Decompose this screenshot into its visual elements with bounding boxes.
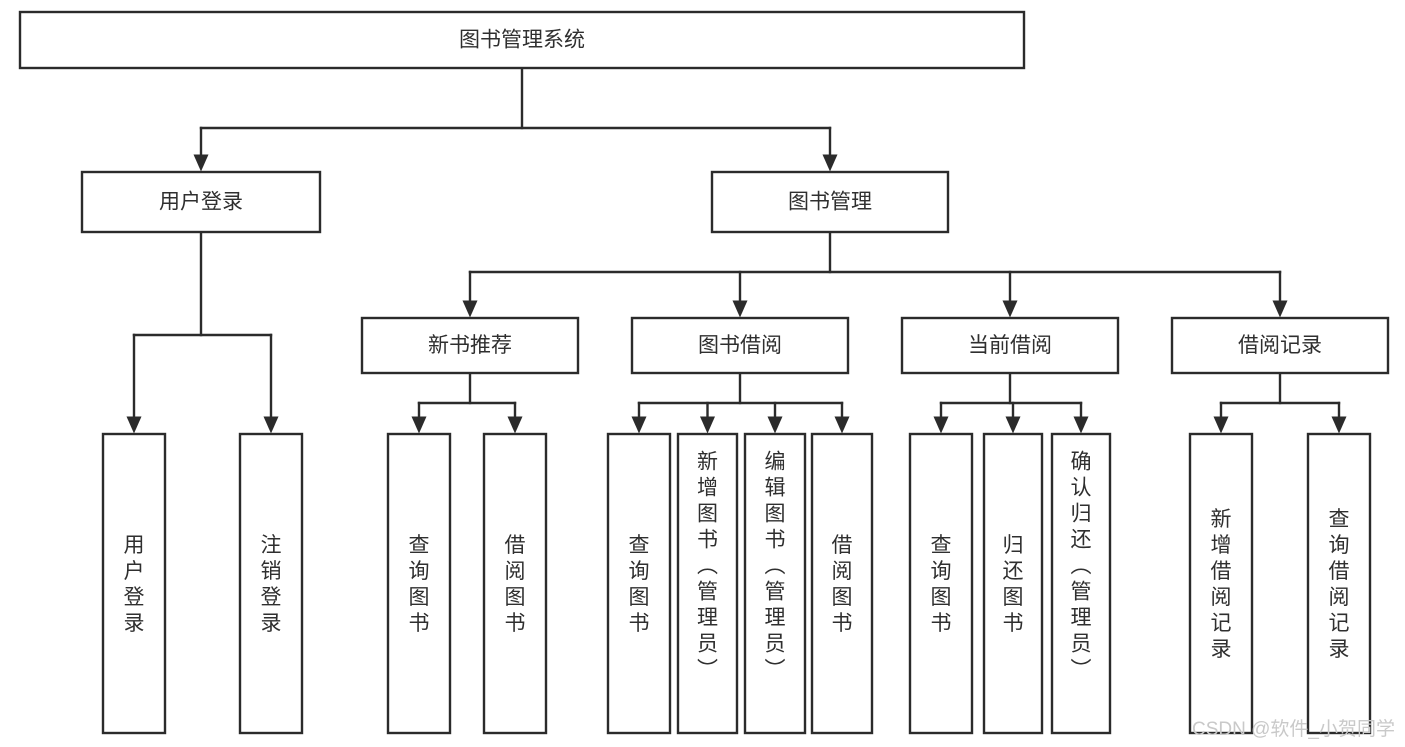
node-图书管理系统[interactable]: 图书管理系统 xyxy=(18,10,1026,70)
conn-借阅记录-arrow-0 xyxy=(1213,416,1229,434)
node-图书管理[interactable]: 图书管理 xyxy=(710,170,950,234)
conn-图书借阅-arrow-3 xyxy=(834,416,850,434)
leaf-编辑图书管理员-6-label: 编辑图书︵管理员︶ xyxy=(765,450,786,681)
conn-图书借阅-arrow-2 xyxy=(767,416,783,434)
node-图书借阅-label: 图书借阅 xyxy=(698,334,782,357)
leaf-新增图书管理员-5-box[interactable] xyxy=(676,432,739,735)
leaf-新增借阅记录-11[interactable]: 新增借阅记录 xyxy=(1188,432,1254,735)
node-图书管理-label: 图书管理 xyxy=(788,191,872,214)
conn-当前借阅-arrow-0 xyxy=(933,416,949,434)
leaf-确认归还管理员-10-label: 确认归还︵管理员︶ xyxy=(1071,450,1092,681)
conn-当前借阅-arrow-1 xyxy=(1005,416,1021,434)
node-图书借阅-box[interactable] xyxy=(630,316,850,375)
leaf-注销登录-1-label: 注销登录 xyxy=(261,534,282,635)
node-图书管理系统-label: 图书管理系统 xyxy=(459,29,585,52)
leaf-新增图书管理员-5-label: 新增图书︵管理员︶ xyxy=(697,450,718,681)
conn-当前借阅-arrow-2 xyxy=(1073,416,1089,434)
leaf-注销登录-1[interactable]: 注销登录 xyxy=(238,432,304,735)
leaf-归还图书-9-label: 归还图书 xyxy=(1003,534,1024,635)
conn-root-arrow-0 xyxy=(193,154,209,172)
leaf-查询图书-4-box[interactable] xyxy=(606,432,672,735)
leaf-查询图书-8[interactable]: 查询图书 xyxy=(908,432,974,735)
csdn-watermark: CSDN @软件_小贺同学 xyxy=(1192,718,1395,740)
connector-layer xyxy=(126,66,1347,434)
node-用户登录-box[interactable] xyxy=(80,170,322,234)
conn-新书推荐-arrow-0 xyxy=(411,416,427,434)
leaf-查询图书-8-box[interactable] xyxy=(908,432,974,735)
node-当前借阅-label: 当前借阅 xyxy=(968,334,1052,357)
conn-tushu-guanli-arrow-3 xyxy=(1272,300,1288,318)
conn-新书推荐-arrow-1 xyxy=(507,416,523,434)
leaf-归还图书-9[interactable]: 归还图书 xyxy=(982,432,1044,735)
node-借阅记录[interactable]: 借阅记录 xyxy=(1170,316,1390,375)
leaf-用户登录-0-label: 用户登录 xyxy=(124,534,145,635)
leaf-确认归还管理员-10[interactable]: 确认归还︵管理员︶ xyxy=(1050,432,1112,735)
conn-图书借阅-arrow-0 xyxy=(631,416,647,434)
leaf-查询图书-2-box[interactable] xyxy=(386,432,452,735)
leaf-查询借阅记录-12-label: 查询借阅记录 xyxy=(1329,508,1350,661)
leaf-新增借阅记录-11-box[interactable] xyxy=(1188,432,1254,735)
conn-root-arrow-1 xyxy=(822,154,838,172)
leaf-借阅图书-7[interactable]: 借阅图书 xyxy=(810,432,874,735)
conn-yonghu-denglu-arrow-0 xyxy=(126,416,142,434)
node-当前借阅[interactable]: 当前借阅 xyxy=(900,316,1120,375)
leaf-注销登录-1-box[interactable] xyxy=(238,432,304,735)
leaf-借阅图书-3[interactable]: 借阅图书 xyxy=(482,432,548,735)
node-用户登录[interactable]: 用户登录 xyxy=(80,170,322,234)
leaf-借阅图书-7-box[interactable] xyxy=(810,432,874,735)
conn-tushu-guanli-arrow-1 xyxy=(732,300,748,318)
leaf-查询借阅记录-12-box[interactable] xyxy=(1306,432,1372,735)
node-当前借阅-box[interactable] xyxy=(900,316,1120,375)
node-图书借阅[interactable]: 图书借阅 xyxy=(630,316,850,375)
leaf-编辑图书管理员-6-box[interactable] xyxy=(743,432,807,735)
leaf-借阅图书-3-box[interactable] xyxy=(482,432,548,735)
leaf-借阅图书-7-label: 借阅图书 xyxy=(832,534,853,635)
conn-tushu-guanli-arrow-2 xyxy=(1002,300,1018,318)
leaf-查询借阅记录-12[interactable]: 查询借阅记录 xyxy=(1306,432,1372,735)
leaf-新增图书管理员-5[interactable]: 新增图书︵管理员︶ xyxy=(676,432,739,735)
leaf-查询图书-8-label: 查询图书 xyxy=(931,534,952,635)
leaf-查询图书-2-label: 查询图书 xyxy=(409,534,430,635)
leaf-用户登录-0-box[interactable] xyxy=(101,432,167,735)
node-用户登录-label: 用户登录 xyxy=(159,191,243,214)
leaf-用户登录-0[interactable]: 用户登录 xyxy=(101,432,167,735)
conn-tushu-guanli-arrow-0 xyxy=(462,300,478,318)
node-借阅记录-box[interactable] xyxy=(1170,316,1390,375)
node-借阅记录-label: 借阅记录 xyxy=(1238,334,1322,357)
leaf-新增借阅记录-11-label: 新增借阅记录 xyxy=(1211,508,1232,661)
leaf-查询图书-4-label: 查询图书 xyxy=(629,534,650,635)
node-图书管理-box[interactable] xyxy=(710,170,950,234)
conn-图书借阅-arrow-1 xyxy=(700,416,715,434)
leaf-归还图书-9-box[interactable] xyxy=(982,432,1044,735)
node-新书推荐[interactable]: 新书推荐 xyxy=(360,316,580,375)
leaf-查询图书-4[interactable]: 查询图书 xyxy=(606,432,672,735)
node-图书管理系统-box[interactable] xyxy=(18,10,1026,70)
node-新书推荐-label: 新书推荐 xyxy=(428,334,512,357)
conn-yonghu-denglu-arrow-1 xyxy=(263,416,279,434)
conn-借阅记录-arrow-1 xyxy=(1331,416,1347,434)
node-layer: 图书管理系统用户登录图书管理新书推荐图书借阅当前借阅借阅记录用户登录注销登录查询… xyxy=(18,10,1390,735)
leaf-借阅图书-3-label: 借阅图书 xyxy=(505,534,526,635)
leaf-编辑图书管理员-6[interactable]: 编辑图书︵管理员︶ xyxy=(743,432,807,735)
leaf-确认归还管理员-10-box[interactable] xyxy=(1050,432,1112,735)
node-新书推荐-box[interactable] xyxy=(360,316,580,375)
leaf-查询图书-2[interactable]: 查询图书 xyxy=(386,432,452,735)
